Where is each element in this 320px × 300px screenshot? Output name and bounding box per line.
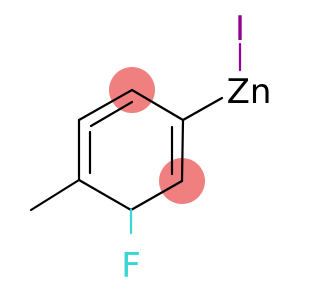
iodine-label: I xyxy=(235,9,245,49)
substituent-bonds xyxy=(29,42,242,235)
methyl-bond xyxy=(29,178,81,212)
benzene-ring xyxy=(77,88,185,212)
molecule-structure: I Zn F xyxy=(29,9,272,286)
ring-double-bond-top xyxy=(89,100,134,128)
zinc-bond xyxy=(181,96,224,122)
ring-bond-1 xyxy=(130,88,185,122)
ring-bond-3 xyxy=(129,179,184,212)
ring-bond-6 xyxy=(77,88,134,122)
zinc-label: Zn xyxy=(227,72,272,112)
ring-bond-4 xyxy=(77,178,133,212)
ring-bond-2 xyxy=(180,118,185,183)
fluorine-label: F xyxy=(121,246,141,286)
